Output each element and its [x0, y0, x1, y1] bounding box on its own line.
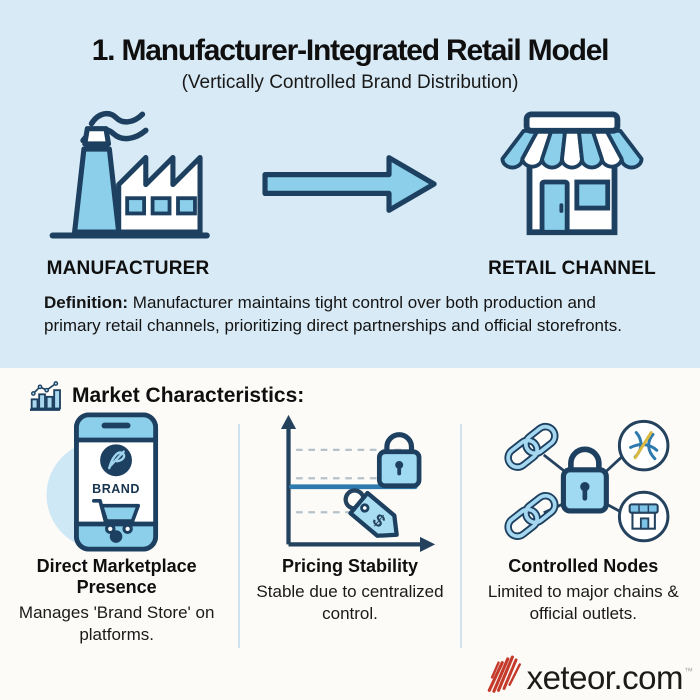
definition-label: Definition: — [44, 293, 129, 312]
retail-channel-label: RETAIL CHANNEL — [488, 258, 656, 279]
smartphone-brand-store-icon: BRAND — [46, 412, 158, 552]
store-door — [539, 179, 570, 235]
top-section: 1. Manufacturer-Integrated Retail Model … — [0, 0, 700, 368]
footer-brand-text: xeteor.com — [526, 659, 684, 696]
price-chart-lock-icon: $ — [280, 414, 436, 552]
phone-speaker — [101, 422, 131, 429]
chimney — [72, 146, 122, 235]
column-description: Manages 'Brand Store' on platforms. — [18, 603, 215, 645]
trademark-symbol: ™ — [684, 666, 693, 676]
door-handle — [559, 203, 564, 213]
bar-chart-icon — [30, 381, 61, 411]
factory-window — [150, 196, 172, 216]
storefront-icon — [500, 111, 644, 236]
chain-link-icon — [504, 491, 559, 540]
store-window — [574, 179, 611, 211]
cart-wheel — [104, 523, 116, 535]
characteristics-header: Market Characteristics: — [28, 381, 700, 411]
lock-shackle — [384, 432, 415, 454]
column-description: Stable due to centralized control. — [256, 582, 444, 623]
retail-icon-wrap — [444, 99, 700, 255]
smoke-wave-top — [88, 110, 146, 127]
store-awning — [500, 111, 644, 170]
page-subtitle: (Vertically Controlled Brand Distributio… — [181, 72, 519, 93]
characteristics-section: Market Characteristics: — [0, 368, 700, 700]
cart-basket — [99, 503, 140, 523]
right-arrow-icon — [261, 155, 437, 213]
column-title: Controlled Nodes — [508, 556, 659, 576]
mini-storefront-icon — [628, 503, 660, 530]
flow-arrow-wrap — [256, 139, 444, 215]
factory-building — [116, 154, 203, 235]
flow-diagram — [0, 98, 700, 256]
home-button — [109, 530, 122, 543]
chain-link-icon — [504, 422, 559, 471]
manufacturer-icon-wrap — [0, 102, 256, 252]
footer-brand: xeteor.com ™ — [484, 646, 693, 696]
factory-window — [125, 196, 147, 216]
characteristics-columns: BRAND Direct Marketplace Presence Manage… — [0, 411, 700, 646]
column-title: Direct Marketplace Presence — [36, 556, 197, 598]
manufacturer-label: MANUFACTURER — [46, 258, 210, 279]
definition-text: Definition: Manufacturer maintains tight… — [44, 292, 656, 337]
characteristic-controlled-nodes: Controlled Nodes Limited to major chains… — [467, 411, 700, 646]
price-tag: $ — [343, 488, 399, 538]
sparkle-glyph — [629, 431, 659, 461]
column-divider — [238, 424, 240, 648]
awning-top-bar — [523, 111, 621, 134]
cart-wheel — [122, 523, 133, 535]
flow-labels: MANUFACTURER RETAIL CHANNEL — [0, 258, 700, 280]
factory-window — [176, 196, 197, 216]
page-title: 1. Manufacturer-Integrated Retail Model — [91, 34, 610, 67]
controlled-network-icon — [504, 419, 670, 543]
factory-icon — [49, 110, 210, 239]
column-description: Limited to major chains & official outle… — [487, 582, 679, 623]
definition-body: Manufacturer maintains tight control ove… — [44, 293, 622, 335]
column-title: Pricing Stability — [281, 556, 418, 576]
characteristic-direct-marketplace: BRAND Direct Marketplace Presence Manage… — [0, 411, 233, 646]
brand-label: BRAND — [92, 482, 140, 496]
characteristic-pricing-stability: $ Pricing Stability Stable due to centra… — [233, 411, 466, 646]
column-divider — [460, 424, 462, 648]
xeteor-logo-icon — [487, 655, 521, 693]
chimney-cap — [82, 126, 112, 147]
lock-shackle — [568, 446, 602, 472]
characteristics-heading: Market Characteristics: — [72, 384, 305, 407]
